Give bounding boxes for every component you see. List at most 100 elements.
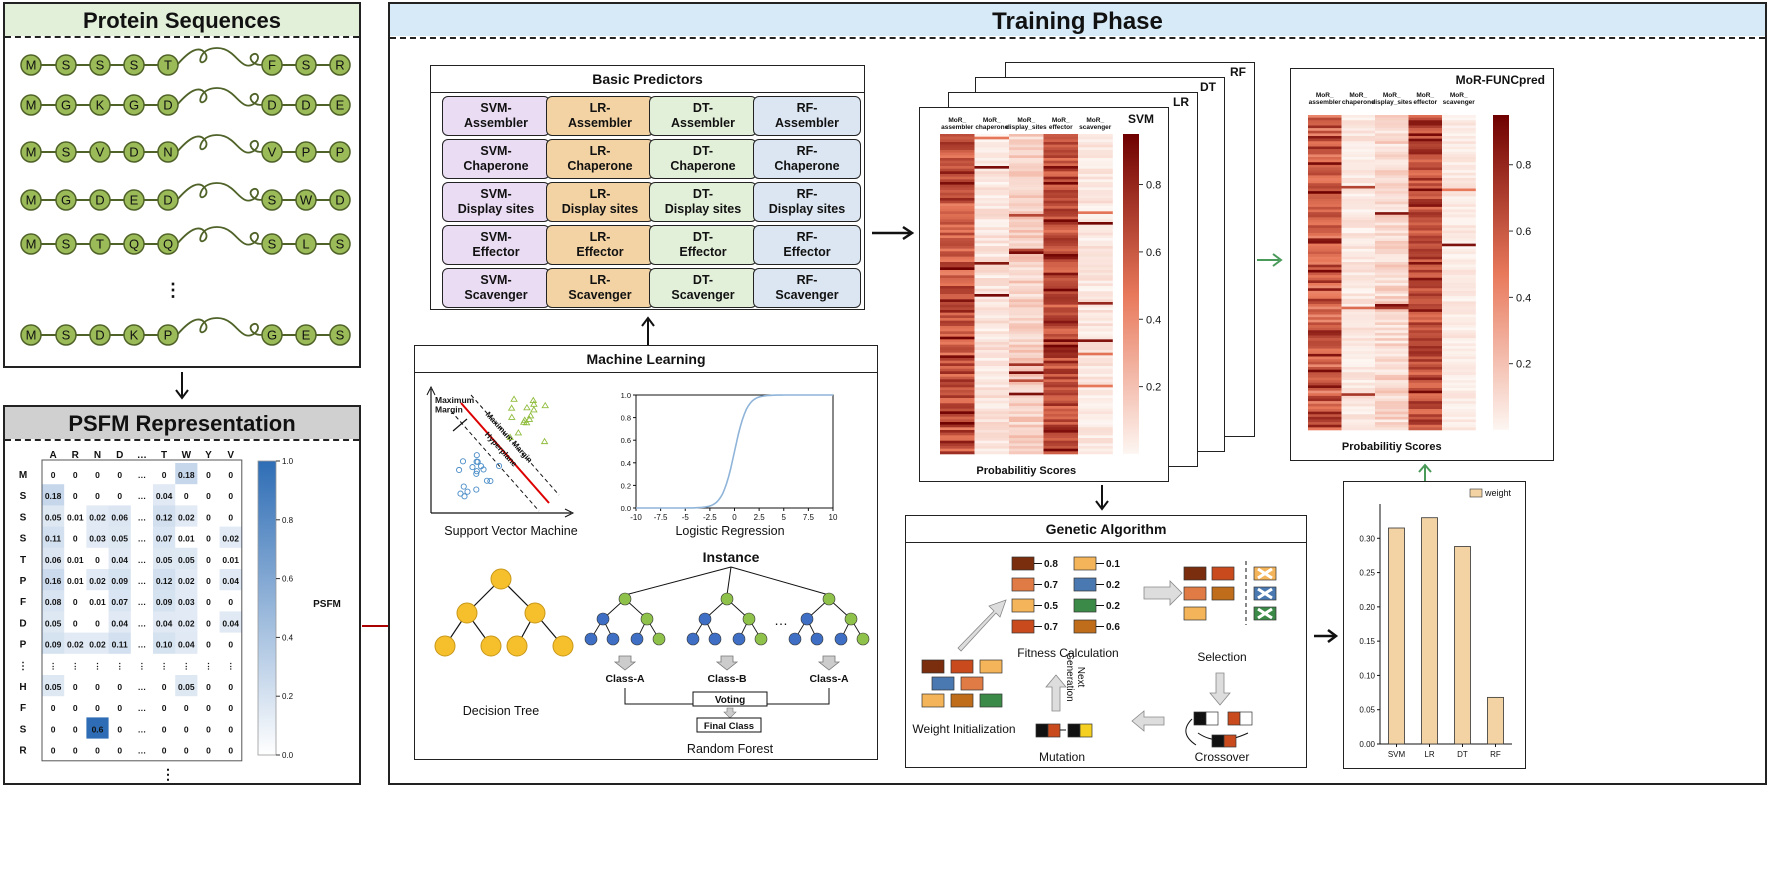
psfm-cell-value: 0: [228, 512, 233, 522]
heatmap-cell: [1375, 117, 1409, 121]
heatmap-cell: [1442, 217, 1476, 221]
heatmap-cell: [1043, 270, 1079, 273]
heatmap-cell: [1078, 363, 1113, 367]
heatmap-cell: [1408, 178, 1443, 181]
heatmap-cell: [940, 318, 975, 321]
residue-label: F: [268, 58, 276, 73]
residue-label: E: [130, 193, 139, 208]
heatmap-cell: [1442, 306, 1476, 310]
heatmap-cell: [974, 334, 1010, 337]
psfm-cell-value: 0: [73, 703, 78, 713]
heatmap-cell: [1341, 306, 1376, 310]
heatmap-cell: [1009, 248, 1044, 252]
heatmap-cell: [1009, 147, 1044, 151]
heatmap-cell: [1442, 361, 1476, 365]
residue-label: P: [336, 145, 345, 160]
heatmap-cell: [1408, 377, 1443, 381]
heatmap-cell: [1043, 158, 1079, 161]
psfm-row-label: T: [20, 555, 26, 566]
heatmap-cell: [1408, 238, 1443, 242]
ga-fitness-value: 0.7: [1044, 622, 1058, 633]
psfm-vertical-ellipsis: ⋮: [161, 766, 175, 782]
heatmap-cell: [1442, 388, 1476, 391]
psfm-cell-value: 0: [162, 470, 167, 480]
heatmap-cell: [1009, 190, 1044, 193]
heatmap-cell: [974, 142, 1010, 145]
heatmap-cell: [1043, 443, 1079, 447]
heatmap-cell: [940, 400, 975, 404]
heatmap-cell: [1341, 180, 1376, 184]
heatmap-cell: [1043, 198, 1079, 201]
heatmap-cell: [1043, 168, 1079, 172]
heatmap-cell: [940, 371, 975, 375]
heatmap-cell: [940, 398, 975, 401]
heatmap-cell: [1375, 170, 1409, 174]
heatmap-cell: [1308, 343, 1342, 347]
heatmap-cell: [1078, 176, 1113, 180]
heatmap-cell: [1341, 230, 1376, 234]
psfm-cell-value: 0: [73, 682, 78, 692]
heatmap-cell: [940, 200, 975, 204]
heatmap-cell: [940, 304, 975, 308]
heatmap-cell: [1043, 240, 1079, 244]
heatmap-cell: [940, 275, 975, 279]
heatmap-cell: [974, 206, 1010, 209]
heatmap-cell: [1408, 409, 1443, 412]
heatmap-cell: [1308, 193, 1342, 197]
heatmap-cell: [1442, 199, 1476, 202]
heatmap-column-label: MoR_scavenger: [1443, 92, 1476, 106]
residue-label: D: [163, 98, 172, 113]
heatmap-cell: [1308, 220, 1342, 223]
heatmap-cell: [1009, 238, 1044, 241]
protein-header: [5, 4, 359, 36]
svm-class-a-point: [514, 429, 523, 436]
psfm-colorbar-tick-label: 1.0: [282, 457, 294, 466]
heatmap-cell: [1442, 138, 1476, 142]
heatmap-cell: [974, 350, 1010, 353]
heatmap-cell: [1442, 304, 1476, 307]
heatmap-cell: [1375, 122, 1409, 126]
heatmap-cell: [974, 363, 1010, 367]
heatmap-cell: [1009, 355, 1044, 359]
heatmap-cell: [1009, 448, 1044, 452]
heatmap-cell: [1341, 248, 1376, 252]
heatmap-cell: [1408, 272, 1443, 276]
arrow-heatmaps-to-ga: [1095, 485, 1109, 511]
heatmap-cell: [974, 144, 1010, 148]
psfm-cell-value: 0: [95, 555, 100, 565]
heatmap-cell: [1341, 409, 1376, 412]
protein-vertical-ellipsis: ⋮: [164, 280, 182, 300]
heatmap-cell: [974, 344, 1010, 348]
heatmap-cell: [1009, 216, 1044, 220]
heatmap-cell: [1408, 351, 1443, 355]
heatmap-cell: [1043, 248, 1079, 252]
heatmap-cell: [1375, 159, 1409, 163]
heatmap-cell: [974, 432, 1010, 436]
heatmap-cell: [1308, 272, 1342, 276]
heatmap-cell: [1375, 264, 1409, 268]
residue-label: Q: [163, 237, 173, 252]
heatmap-cell: [940, 408, 975, 412]
heatmap-cell: [1078, 435, 1113, 439]
psfm-row-label: S: [20, 491, 27, 502]
heatmap-cell: [1078, 195, 1113, 199]
heatmap-cell: [1308, 269, 1342, 273]
heatmap-cell: [1043, 246, 1079, 249]
heatmap-cell: [974, 190, 1010, 193]
heatmap-cell: [1009, 424, 1044, 428]
arrow-heatmaps-to-final: [1257, 253, 1283, 267]
ga-crossover-parent-block: [1239, 711, 1253, 726]
heatmap-cell: [1078, 427, 1113, 431]
heatmap-cell: [1375, 401, 1409, 405]
heatmap-cell: [1308, 409, 1342, 412]
heatmap-cell: [1442, 275, 1476, 279]
psfm-cell-value: 0: [95, 491, 100, 501]
heatmap-cell: [1078, 379, 1113, 383]
heatmap-cell: [974, 379, 1010, 383]
rf-tree-node: [844, 612, 858, 626]
heatmap-cell: [974, 318, 1010, 321]
heatmap-cell: [1408, 225, 1443, 229]
residue-label: S: [336, 237, 345, 252]
heatmap-cell: [1009, 419, 1044, 423]
